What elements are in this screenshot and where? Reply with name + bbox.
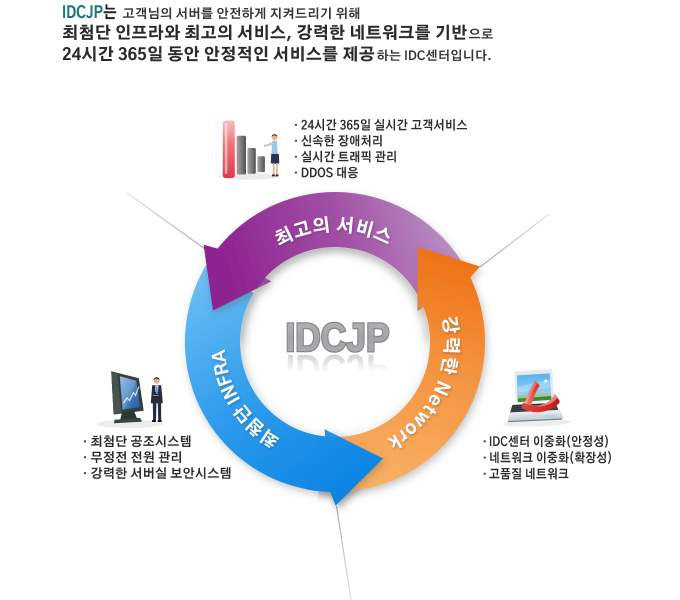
svg-text:IDCJP: IDCJP	[286, 316, 390, 360]
svg-text:IDCJP: IDCJP	[286, 346, 390, 390]
svg-text:IDCJP: IDCJP	[286, 316, 390, 360]
